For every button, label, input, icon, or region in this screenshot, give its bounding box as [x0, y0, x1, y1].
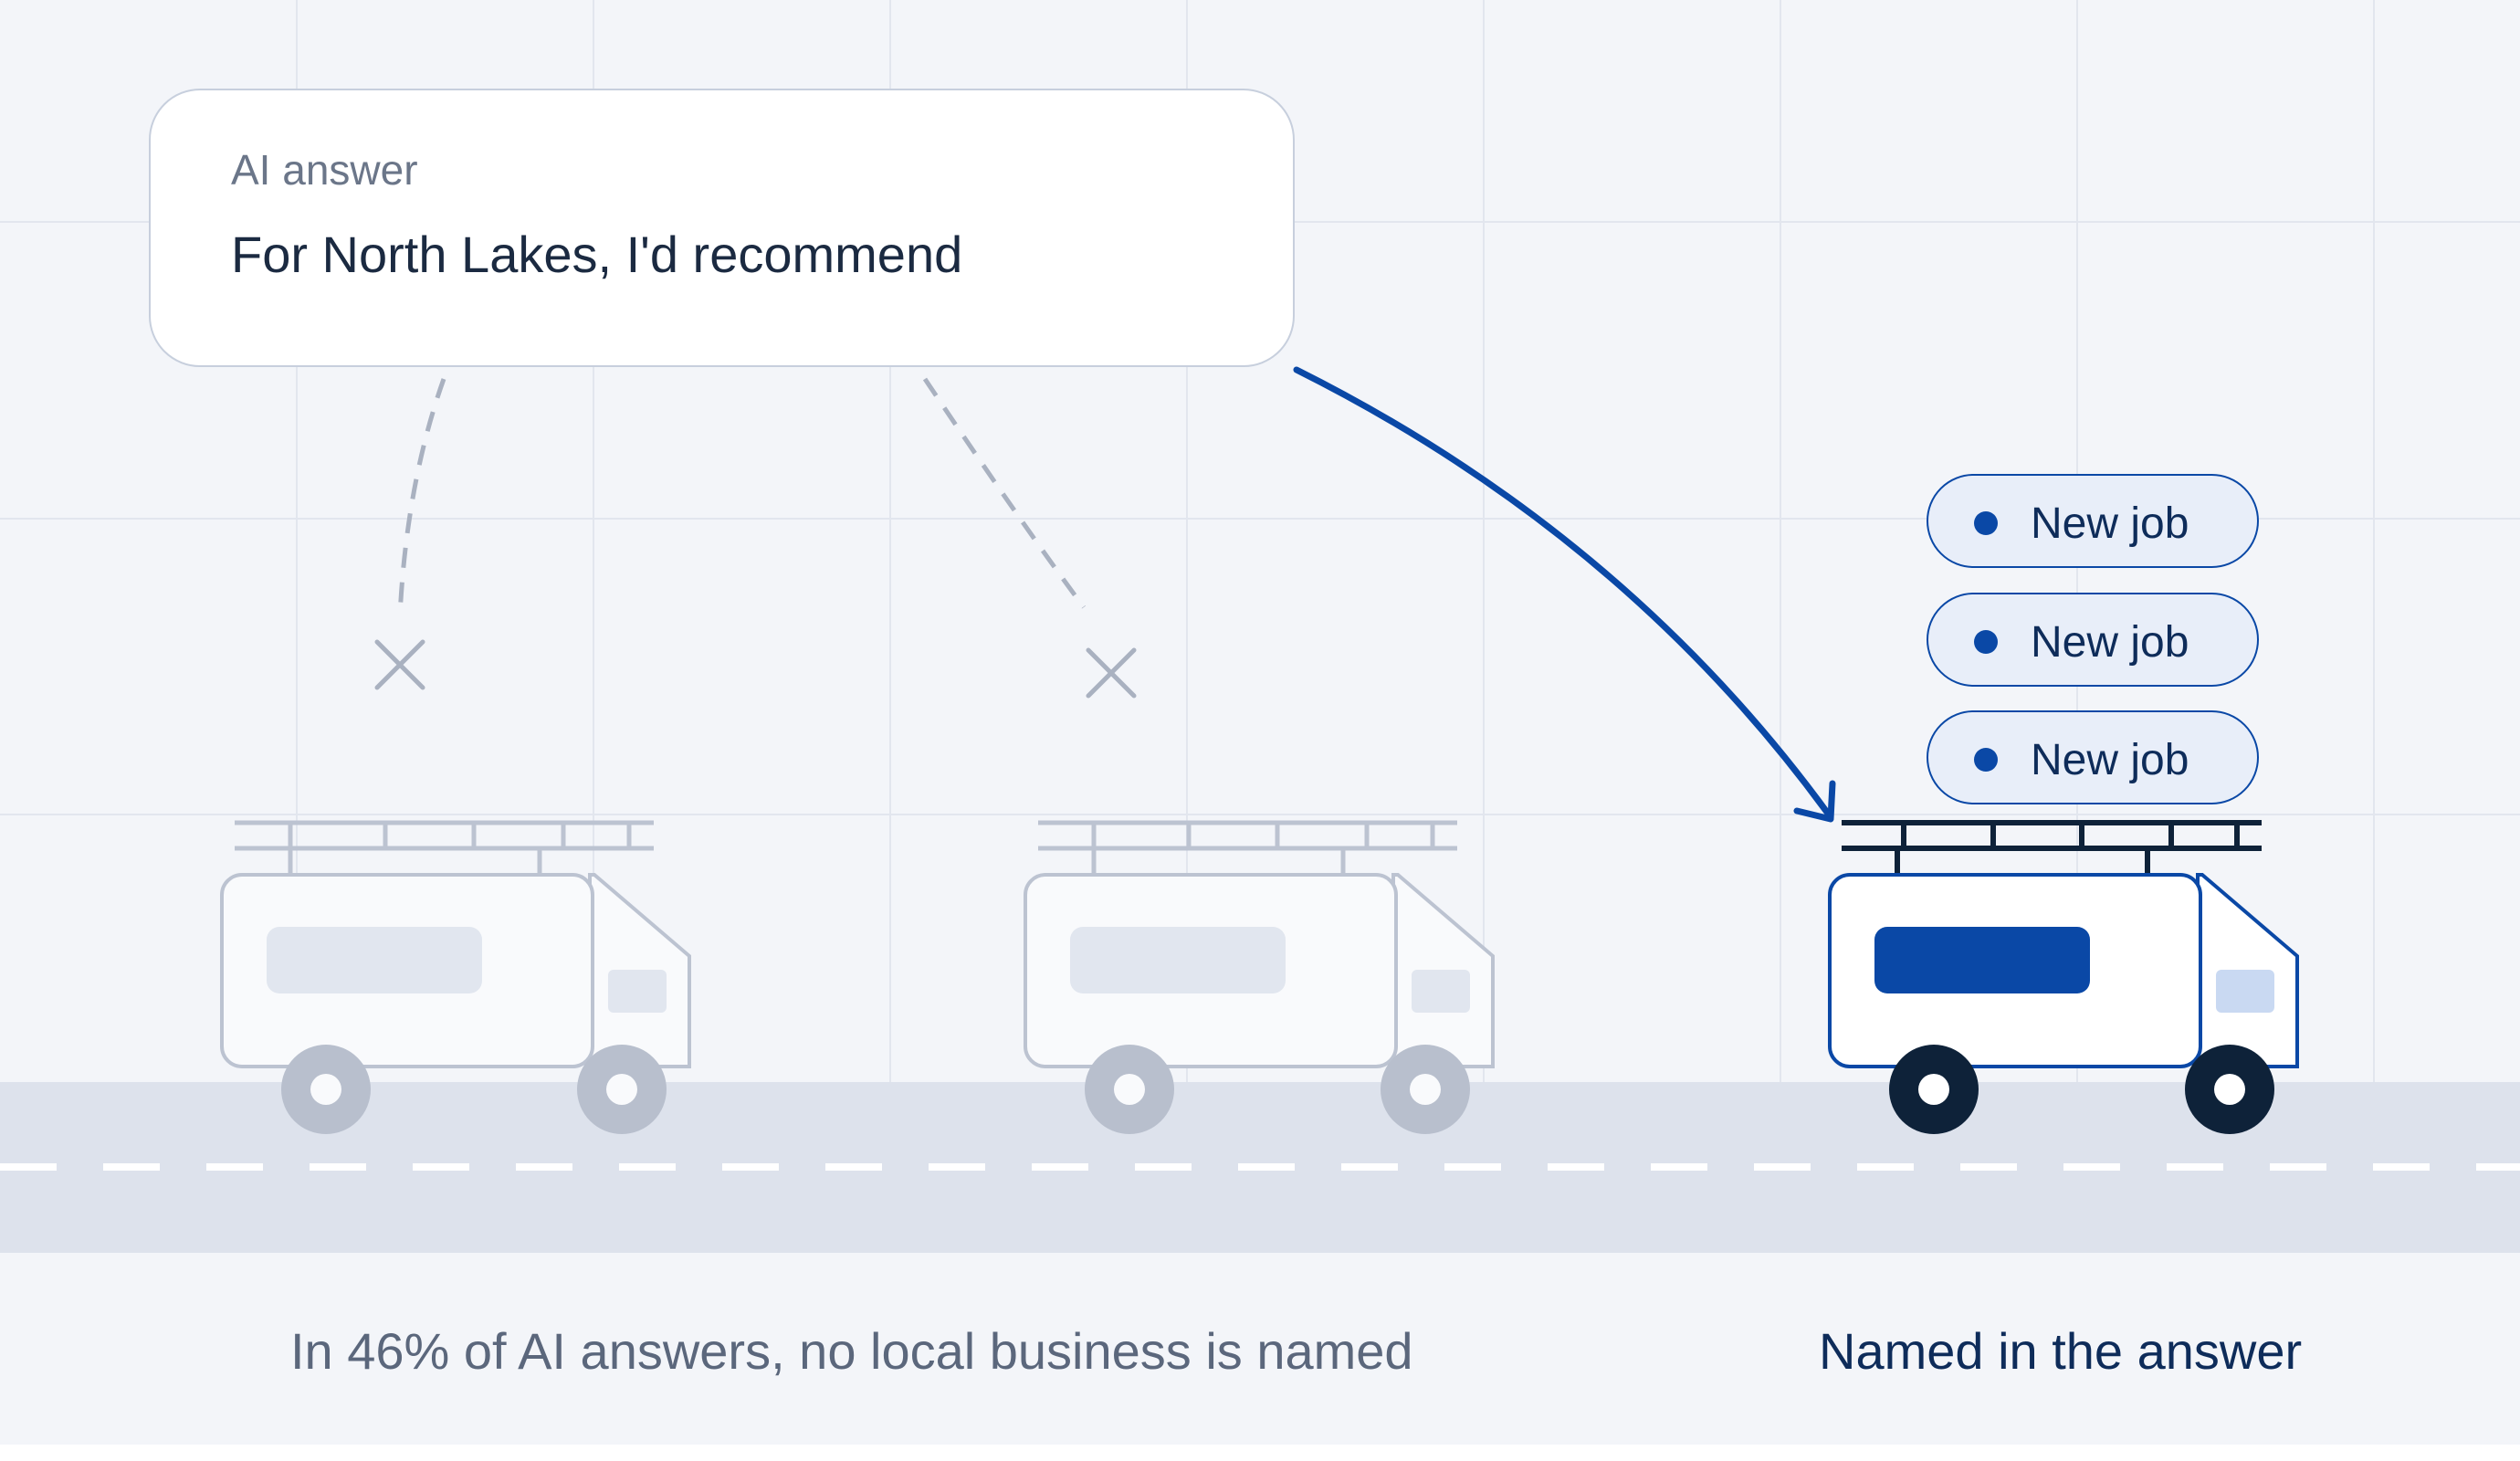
- ai-answer-bubble: AI answer For North Lakes, I'd recommend: [149, 89, 1295, 367]
- miss-path-left: [397, 378, 446, 617]
- x-icon: [1086, 647, 1137, 699]
- miss-path-middle: [922, 377, 1087, 609]
- dot-icon: [1974, 630, 1998, 654]
- dot-icon: [1974, 511, 1998, 535]
- van-icon: [220, 820, 691, 1134]
- bottom-edge: [0, 1445, 2520, 1461]
- new-job-badge-label: New job: [2031, 736, 2189, 784]
- arrow-head: [1793, 780, 1836, 823]
- new-job-badge-label: New job: [2031, 618, 2189, 667]
- new-job-badge: New job: [1927, 710, 2259, 804]
- new-job-badge: New job: [1927, 474, 2259, 568]
- x-icon: [374, 639, 425, 690]
- dot-icon: [1974, 748, 1998, 772]
- ai-answer-caption: AI answer: [231, 146, 418, 194]
- van-icon: [1024, 820, 1495, 1134]
- ai-answer-text: For North Lakes, I'd recommend: [231, 226, 963, 283]
- arrow-icon: [1293, 366, 1834, 821]
- new-job-badge-label: New job: [2031, 499, 2189, 548]
- caption-unnamed-businesses: In 46% of AI answers, no local business …: [290, 1322, 1413, 1380]
- caption-named-in-answer: Named in the answer: [1819, 1322, 2303, 1380]
- new-job-badge: New job: [1927, 593, 2259, 687]
- van-icon: [1828, 820, 2299, 1134]
